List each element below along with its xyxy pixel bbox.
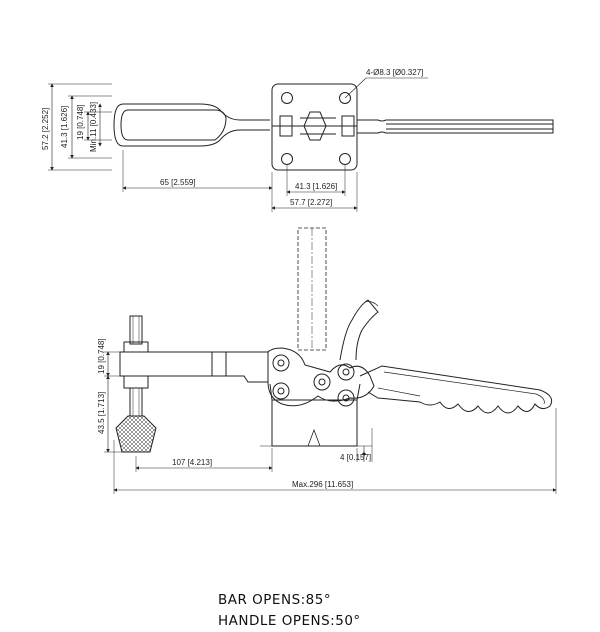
- dim-side-4: 4 [0.157]: [340, 453, 371, 462]
- dim-side-max: Max.296 [11.653]: [292, 480, 353, 489]
- spindle-top: [129, 315, 143, 345]
- top-view: [48, 77, 554, 212]
- handle-opens-note: HANDLE OPENS:50°: [218, 613, 361, 629]
- nut-bottom: [123, 375, 149, 389]
- top-base-plate: [271, 83, 358, 171]
- dim-65: 65 [2.559]: [160, 178, 196, 187]
- mounting-hole: [339, 92, 351, 104]
- clamp-bar: [119, 351, 269, 383]
- dim-min-11: Min.11 [0.433]: [89, 102, 98, 152]
- dim-height-total: 57.2 [2.252]: [41, 108, 50, 150]
- dim-base-57: 57.7 [2.272]: [290, 198, 332, 207]
- nut-top: [123, 341, 149, 353]
- dim-side-43: 43.5 [1.713]: [97, 392, 106, 434]
- pivot-pin: [272, 354, 290, 372]
- pivot-pin: [337, 389, 355, 407]
- dim-side-107: 107 [4.213]: [172, 458, 212, 467]
- dim-side-19: 19 [0.748]: [97, 338, 106, 374]
- bar-opens-note: BAR OPENS:85°: [218, 592, 332, 608]
- dim-bar-19: 19 [0.748]: [76, 104, 85, 140]
- mounting-hole: [281, 153, 293, 165]
- spindle-bottom: [129, 387, 143, 417]
- mounting-hole: [281, 92, 293, 104]
- hole-callout: 4-Ø8.3 [Ø0.327]: [366, 68, 423, 77]
- dim-height-inner: 41.3 [1.626]: [60, 106, 69, 148]
- clamp-bar-loop: [113, 103, 270, 147]
- linkage-arm: [267, 347, 375, 407]
- pivot-pin: [313, 373, 331, 391]
- mounting-hole: [339, 153, 351, 165]
- pivot-pin: [272, 382, 290, 400]
- clamp-bar-inner: [120, 109, 227, 141]
- dim-base-41: 41.3 [1.626]: [295, 182, 337, 191]
- side-view: [104, 227, 557, 494]
- raised-handle: [339, 299, 379, 361]
- top-handle: [357, 119, 554, 134]
- pivot-pin: [337, 363, 355, 381]
- handle-grip: [359, 365, 553, 414]
- rubber-tip: [115, 415, 157, 453]
